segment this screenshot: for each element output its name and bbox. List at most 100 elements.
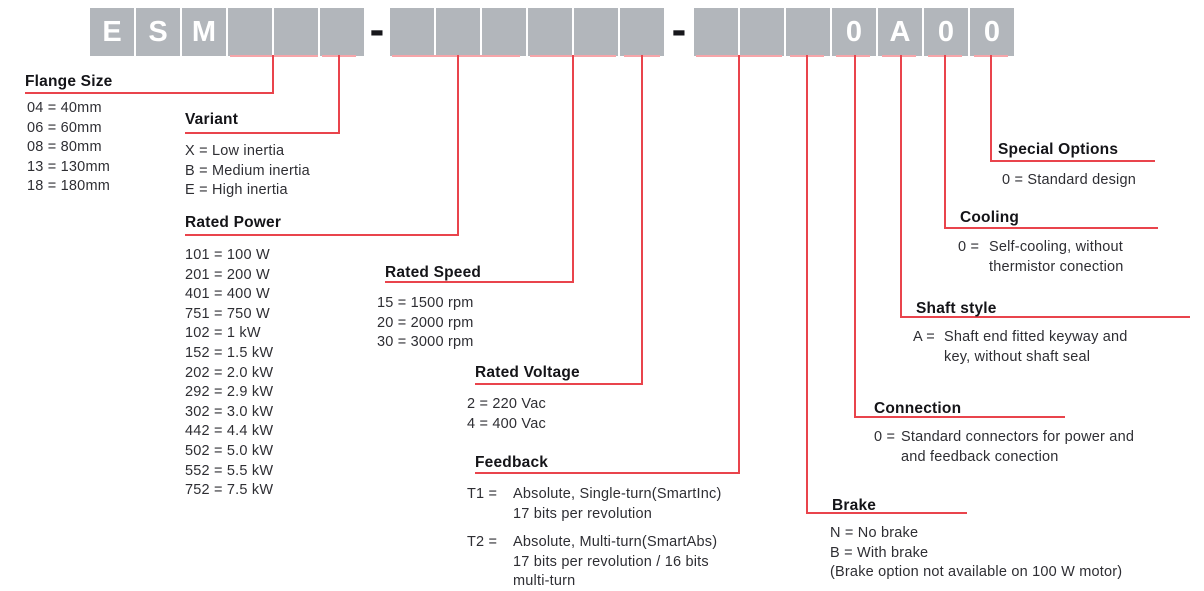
variant-option: E = High inertia — [185, 182, 288, 198]
cooling-title: Cooling — [960, 209, 1020, 226]
code-box-cooling: 0 — [924, 8, 968, 56]
leader-voltage-underline — [475, 383, 643, 385]
flange-option: 06 = 60mm — [27, 119, 102, 136]
rated-voltage-list: 2 = 220 Vac 4 = 400 Vac — [467, 395, 546, 434]
leader-connection-underline — [854, 416, 1065, 418]
special-option: 0 = Standard design — [1002, 172, 1136, 188]
power-option: 102 = 1 kW — [185, 325, 261, 342]
code-box-special: 0 — [970, 8, 1014, 56]
code-box-speed-2 — [574, 8, 618, 56]
leader-variant-drop — [338, 55, 340, 134]
speed-option: 15 = 1500 rpm — [377, 295, 474, 311]
leader-shaft-span — [882, 55, 916, 57]
power-option: 751 = 750 W — [185, 305, 270, 322]
code-box-feedback-2 — [740, 8, 784, 56]
power-option: 442 = 4.4 kW — [185, 423, 274, 440]
code-box-prefix-e: E — [90, 8, 134, 56]
leader-flange-span — [230, 55, 318, 57]
leader-cooling-underline — [944, 227, 1158, 229]
connection-title: Connection — [874, 400, 962, 417]
connection-desc-line: and feedback conection — [901, 448, 1059, 465]
voltage-option: 2 = 220 Vac — [467, 396, 546, 412]
leader-feedback-underline — [475, 472, 740, 474]
leader-connection-drop — [854, 55, 856, 418]
code-box-prefix-m: M — [182, 8, 226, 56]
speed-option: 30 = 3000 rpm — [377, 334, 474, 350]
feedback-list: T1 = Absolute, Single-turn(SmartInc) 17 … — [467, 485, 721, 591]
leader-speed-drop — [572, 55, 574, 283]
leader-special-underline — [990, 160, 1155, 162]
feedback-code: T2 = — [467, 534, 498, 550]
power-option: 502 = 5.0 kW — [185, 442, 274, 459]
variant-option: B = Medium inertia — [185, 162, 310, 179]
leader-shaft-drop — [900, 55, 902, 318]
power-option: 152 = 1.5 kW — [185, 344, 274, 361]
special-options-title: Special Options — [998, 141, 1119, 158]
leader-brake-drop — [806, 55, 808, 514]
flange-option: 18 = 180mm — [27, 178, 111, 194]
flange-size-title: Flange Size — [25, 73, 113, 90]
flange-size-list: 04 = 40mm 06 = 60mm 08 = 80mm 13 = 130mm… — [27, 99, 110, 197]
rated-speed-list: 15 = 1500 rpm 20 = 2000 rpm 30 = 3000 rp… — [377, 294, 474, 353]
shaft-style-desc-line: Shaft end fitted keyway and — [944, 329, 1128, 345]
code-box-feedback-1 — [694, 8, 738, 56]
feedback-desc-line: multi-turn — [513, 573, 576, 589]
leader-shaft-underline — [900, 316, 1190, 318]
flange-option: 04 = 40mm — [27, 100, 102, 116]
cooling-code: 0 = — [958, 239, 980, 255]
brake-note: (Brake option not available on 100 W mot… — [830, 564, 1123, 580]
leader-power-drop — [457, 55, 459, 236]
code-box-power-2 — [436, 8, 480, 56]
feedback-desc-line: Absolute, Multi-turn(SmartAbs) — [513, 534, 718, 550]
rated-power-title: Rated Power — [185, 214, 282, 231]
feedback-title: Feedback — [475, 454, 549, 471]
power-option: 552 = 5.5 kW — [185, 462, 274, 479]
variant-title: Variant — [185, 111, 239, 128]
power-option: 201 = 200 W — [185, 266, 270, 283]
leader-variant-underline — [185, 132, 340, 134]
power-option: 101 = 100 W — [185, 247, 270, 263]
power-option: 752 = 7.5 kW — [185, 482, 274, 499]
code-box-power-1 — [390, 8, 434, 56]
code-separator-2: - — [671, 5, 687, 54]
feedback-option-t1: T1 = Absolute, Single-turn(SmartInc) 17 … — [467, 485, 721, 524]
connection-option: 0 = Standard connectors for power and an… — [874, 428, 1134, 467]
feedback-desc: Absolute, Single-turn(SmartInc) 17 bits … — [513, 485, 721, 524]
brake-title: Brake — [832, 497, 877, 514]
brake-option: N = No brake — [830, 525, 919, 541]
rated-power-list: 101 = 100 W 201 = 200 W 401 = 400 W 751 … — [185, 246, 273, 501]
connection-desc: Standard connectors for power and and fe… — [901, 428, 1134, 467]
code-separator-1: - — [369, 5, 385, 54]
flange-option: 08 = 80mm — [27, 139, 102, 155]
shaft-style-desc: Shaft end fitted keyway and key, without… — [944, 328, 1128, 367]
feedback-desc: Absolute, Multi-turn(SmartAbs) 17 bits p… — [513, 533, 717, 591]
power-option: 401 = 400 W — [185, 286, 270, 303]
brake-list: N = No brake B = With brake (Brake optio… — [830, 524, 1122, 583]
variant-list: X = Low inertia B = Medium inertia E = H… — [185, 142, 310, 201]
power-option: 202 = 2.0 kW — [185, 364, 274, 381]
leader-flange-underline — [25, 92, 274, 94]
leader-flange-drop — [272, 55, 274, 94]
rated-voltage-title: Rated Voltage — [475, 364, 580, 381]
cooling-desc: Self-cooling, without thermistor conecti… — [989, 238, 1124, 277]
leader-feedback-drop — [738, 55, 740, 474]
brake-option: B = With brake — [830, 544, 929, 561]
voltage-option: 4 = 400 Vac — [467, 415, 546, 432]
variant-option: X = Low inertia — [185, 143, 285, 159]
connection-code: 0 = — [874, 429, 896, 445]
feedback-code: T1 = — [467, 486, 498, 502]
shaft-style-title: Shaft style — [916, 300, 997, 317]
feedback-desc-line: 17 bits per revolution / 16 bits — [513, 553, 709, 570]
code-box-connection: 0 — [832, 8, 876, 56]
code-box-power-3 — [482, 8, 526, 56]
leader-speed-underline — [385, 281, 574, 283]
cooling-desc-line: thermistor conection — [989, 258, 1124, 275]
code-box-variant — [320, 8, 364, 56]
power-option: 292 = 2.9 kW — [185, 384, 274, 401]
leader-brake-underline — [806, 512, 967, 514]
code-box-brake — [786, 8, 830, 56]
speed-option: 20 = 2000 rpm — [377, 314, 474, 331]
rated-speed-title: Rated Speed — [385, 264, 482, 281]
leader-connection-span — [836, 55, 870, 57]
code-box-speed-1 — [528, 8, 572, 56]
